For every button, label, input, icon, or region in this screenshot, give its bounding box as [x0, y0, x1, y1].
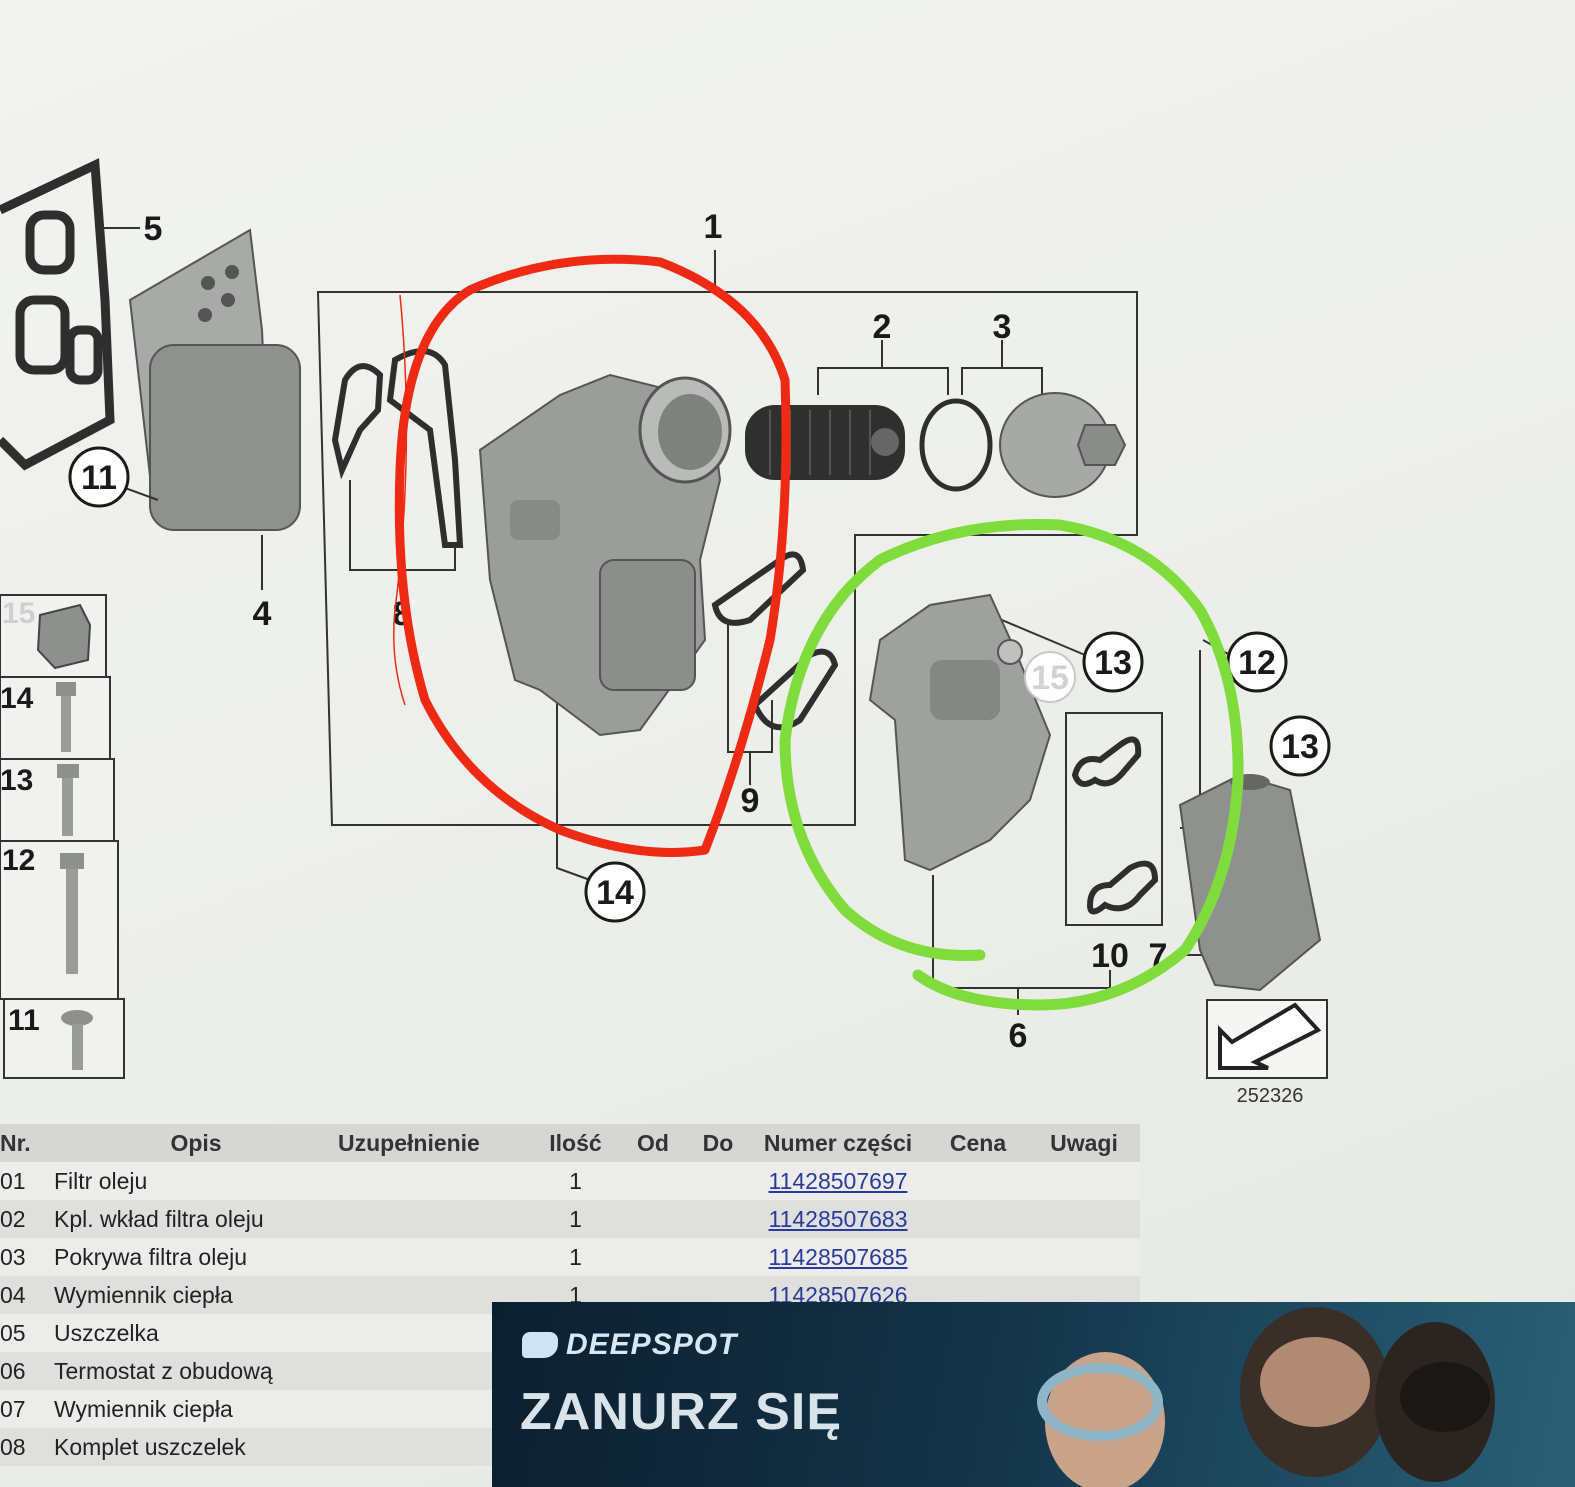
- ad-headline: ZANURZ SIĘ: [520, 1383, 842, 1441]
- diagram-image-id: 252326: [1237, 1085, 1304, 1107]
- table-row: 03 Pokrywa filtra oleju 1 11428507685: [0, 1238, 1140, 1276]
- part-number-link[interactable]: 11428507685: [768, 1243, 908, 1270]
- callout-10: 10: [1091, 937, 1129, 975]
- row-ilosc: 1: [533, 1162, 618, 1200]
- row-nr: 01: [0, 1162, 54, 1200]
- green-circle-annotation: [779, 518, 1244, 1011]
- row-nr: 07: [0, 1390, 54, 1428]
- gasket-9-drawing: [711, 551, 839, 731]
- callout-15-ghost: 15: [1031, 659, 1069, 697]
- col-header-ilosc: Ilość: [533, 1124, 618, 1162]
- row-nr: 03: [0, 1238, 54, 1276]
- row-opis: Filtr oleju: [54, 1162, 338, 1200]
- legend-label-14: 14: [0, 682, 34, 715]
- heat-exchanger-7-drawing: [1178, 773, 1322, 992]
- bolt-12-shank: [66, 869, 78, 974]
- part-number-link[interactable]: 11428507683: [768, 1205, 908, 1232]
- row-nr: 06: [0, 1352, 54, 1390]
- deepspot-logo-icon: [522, 1332, 558, 1358]
- row-opis: Kpl. wkład filtra oleju: [54, 1200, 338, 1238]
- ad-brand-logo: DEEPSPOT: [522, 1328, 737, 1362]
- callout-13-second: 13: [1281, 728, 1319, 766]
- callout-11: 11: [81, 459, 117, 497]
- parts-diagram: 5 1 2 3 11 4 8 9 14 15 13 12 13 10 7 6 1…: [0, 158, 1331, 1107]
- image-id-box: [1206, 999, 1328, 1079]
- col-header-opis: Opis: [54, 1124, 338, 1162]
- callout-2: 2: [873, 308, 892, 346]
- col-header-cena: Cena: [928, 1124, 1028, 1162]
- filter-element-2-drawing: [745, 405, 905, 480]
- seals-10-drawing: [1071, 736, 1159, 915]
- callout-9: 9: [741, 782, 760, 820]
- row-opis: Wymiennik ciepła: [54, 1390, 338, 1428]
- bolt-13-head: [57, 764, 79, 778]
- bolt-14-head: [56, 682, 76, 696]
- side-legend: 15 14 13 12 11: [0, 594, 125, 1079]
- screw-11-shank: [72, 1024, 83, 1070]
- col-header-uwagi: Uwagi: [1028, 1124, 1140, 1162]
- row-opis: Pokrywa filtra oleju: [54, 1238, 338, 1276]
- col-header-nr: Nr.: [0, 1124, 54, 1162]
- screw-11-head: [61, 1010, 93, 1026]
- row-opis: Termostat z obudową: [54, 1352, 338, 1390]
- filter-cap-3-drawing: [999, 392, 1127, 498]
- row-opis: Uszczelka: [54, 1314, 338, 1352]
- callout-13: 13: [1094, 644, 1132, 682]
- row-nr: 05: [0, 1314, 54, 1352]
- col-header-uzupelnienie: Uzupełnienie: [338, 1124, 533, 1162]
- col-header-od: Od: [618, 1124, 688, 1162]
- callout-14: 14: [596, 874, 634, 912]
- callout-12: 12: [1238, 644, 1276, 682]
- callout-3: 3: [993, 308, 1012, 346]
- col-header-numer-czesci: Numer części: [748, 1124, 928, 1162]
- row-ilosc: 1: [533, 1200, 618, 1238]
- row-opis: Komplet uszczelek: [54, 1428, 338, 1466]
- col-header-do: Do: [688, 1124, 748, 1162]
- row-nr: 08: [0, 1428, 54, 1466]
- legend-label-12: 12: [2, 844, 35, 877]
- callout-4: 4: [253, 595, 272, 633]
- oil-filter-housing-14-drawing: [478, 373, 732, 737]
- gasket-5-drawing: [0, 158, 115, 471]
- legend-label-15: 15: [2, 597, 35, 630]
- bolt-12-head: [60, 853, 84, 869]
- row-nr: 02: [0, 1200, 54, 1238]
- gasket-8-drawing: [331, 348, 464, 548]
- table-header-row: Nr. Opis Uzupełnienie Ilość Od Do Numer …: [0, 1124, 1140, 1162]
- callout-1: 1: [704, 208, 723, 246]
- o-ring-drawing: [919, 398, 993, 492]
- legend-label-11: 11: [8, 1004, 40, 1037]
- nut-15-drawing: [36, 603, 92, 670]
- heat-exchanger-4-drawing: [128, 228, 301, 532]
- ad-banner[interactable]: DEEPSPOT ZANURZ SIĘ: [492, 1302, 1575, 1487]
- red-circle-annotation: [394, 254, 791, 857]
- row-opis: Wymiennik ciepła: [54, 1276, 338, 1314]
- bolt-13-shank: [62, 778, 73, 836]
- callout-5: 5: [144, 210, 163, 248]
- table-row: 02 Kpl. wkład filtra oleju 1 11428507683: [0, 1200, 1140, 1238]
- legend-label-13: 13: [0, 764, 33, 797]
- ad-brand-text: DEEPSPOT: [566, 1328, 738, 1361]
- bolt-14-shank: [61, 696, 71, 752]
- row-ilosc: 1: [533, 1238, 618, 1276]
- table-row: 01 Filtr oleju 1 11428507697: [0, 1162, 1140, 1200]
- thermostat-housing-6-drawing: [868, 593, 1052, 872]
- part-number-link[interactable]: 11428507697: [768, 1167, 908, 1194]
- red-stray-line: [393, 294, 408, 706]
- callout-6: 6: [1009, 1017, 1028, 1055]
- row-nr: 04: [0, 1276, 54, 1314]
- ad-divers-photo: [1037, 1307, 1495, 1487]
